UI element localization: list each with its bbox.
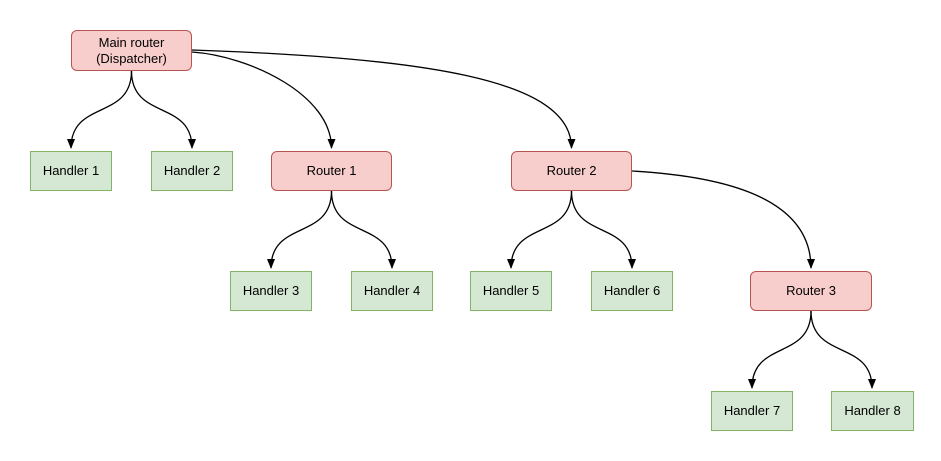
node-handler-2: Handler 2 [151, 151, 233, 191]
node-handler-1-label: Handler 1 [42, 163, 100, 179]
node-main-router: Main router (Dispatcher) [71, 30, 192, 71]
edge-main-router-to-handler-1 [67, 70, 133, 149]
node-router-3: Router 3 [750, 271, 872, 311]
edge-main-router-to-handler-2 [130, 70, 196, 149]
node-handler-2-label: Handler 2 [163, 163, 221, 179]
node-handler-8: Handler 8 [831, 391, 914, 431]
node-router-2-label: Router 2 [546, 163, 597, 179]
edge-main-router-to-router-1 [191, 51, 336, 149]
node-handler-7-label: Handler 7 [723, 403, 781, 419]
edge-main-router-to-router-2 [191, 49, 576, 149]
edge-router-3-to-handler-8 [810, 310, 876, 389]
node-handler-5-label: Handler 5 [482, 283, 540, 299]
node-handler-6: Handler 6 [591, 271, 673, 311]
node-handler-1: Handler 1 [30, 151, 112, 191]
edge-router-3-to-handler-7 [748, 310, 812, 389]
edge-router-1-to-handler-3 [267, 190, 333, 269]
node-router-3-label: Router 3 [786, 283, 836, 299]
node-handler-5: Handler 5 [470, 271, 552, 311]
edge-router-2-to-handler-6 [570, 190, 636, 269]
node-main-router-label: Main router (Dispatcher) [96, 34, 167, 66]
node-handler-8-label: Handler 8 [844, 403, 901, 419]
node-router-1-label: Router 1 [306, 163, 357, 179]
node-handler-7: Handler 7 [711, 391, 793, 431]
node-router-2: Router 2 [511, 151, 632, 191]
edge-router-2-to-handler-5 [507, 190, 573, 269]
node-handler-4-label: Handler 4 [363, 283, 421, 299]
node-handler-6-label: Handler 6 [603, 283, 661, 299]
edge-router-2-to-router-3 [631, 170, 815, 269]
node-handler-4: Handler 4 [351, 271, 433, 311]
edge-router-1-to-handler-4 [330, 190, 396, 269]
node-router-1: Router 1 [271, 151, 392, 191]
node-handler-3: Handler 3 [230, 271, 312, 311]
node-handler-3-label: Handler 3 [242, 283, 300, 299]
